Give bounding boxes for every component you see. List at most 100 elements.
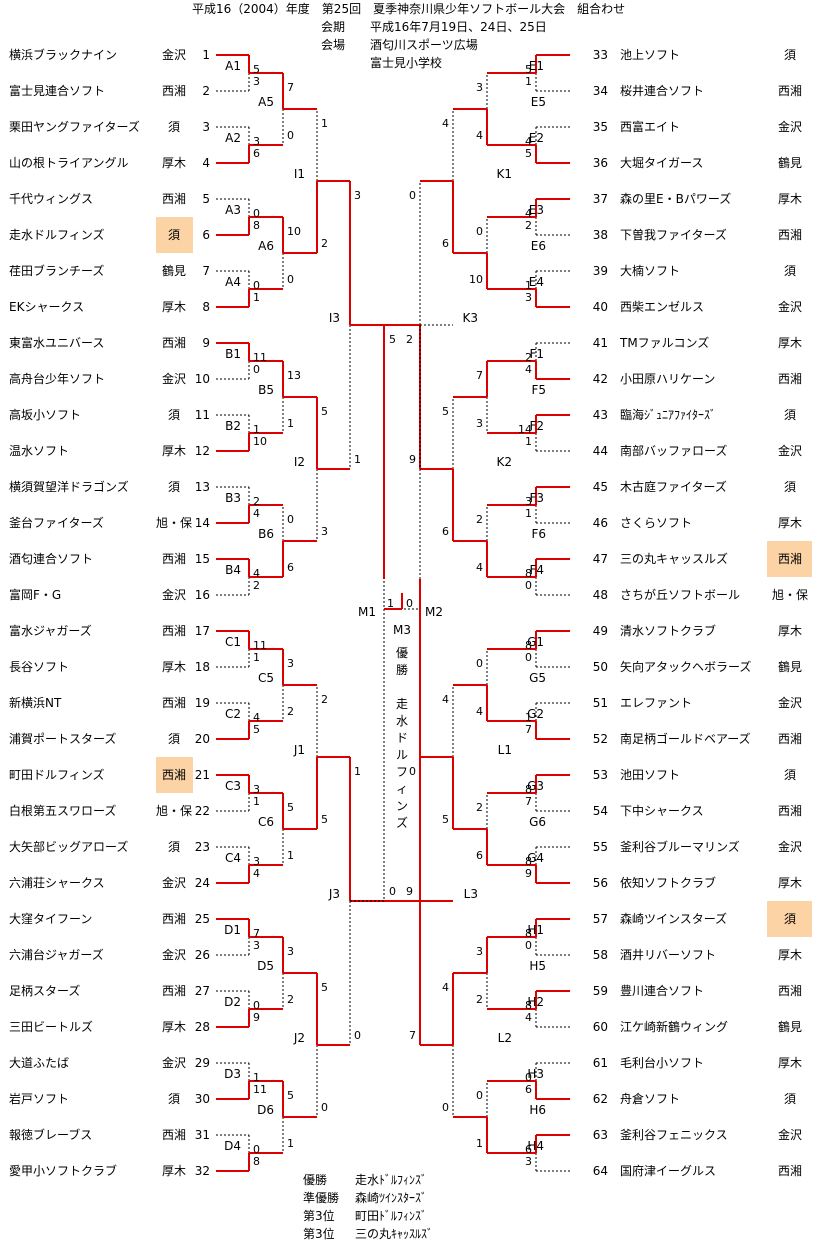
- match-label: C3: [225, 779, 241, 793]
- match-score: 1: [287, 849, 294, 862]
- team-area: 金沢: [162, 371, 186, 386]
- match-score: 7: [409, 1029, 416, 1042]
- match-score: 7: [525, 795, 532, 808]
- team-name: 六浦台ジャガーズ: [9, 947, 104, 962]
- match-label: A5: [258, 95, 274, 109]
- team-name: 矢向アタックヘボラーズ: [620, 659, 751, 674]
- area-highlight: [156, 757, 193, 793]
- team-number: 60: [593, 1020, 608, 1034]
- match-score: 11: [253, 351, 267, 364]
- team-number: 23: [195, 840, 210, 854]
- match-score: 4: [442, 117, 449, 130]
- team-area: 厚木: [162, 444, 186, 458]
- match-score: 1: [525, 279, 532, 292]
- team-area: 鶴見: [162, 263, 186, 278]
- match-label: G5: [529, 671, 546, 685]
- match-score: 2: [476, 513, 483, 526]
- team-number: 44: [593, 444, 608, 458]
- team-area: 厚木: [162, 1164, 186, 1178]
- match-score: 5: [525, 147, 532, 160]
- team-name: 国府津イーグルス: [620, 1163, 716, 1178]
- team-name: 新横浜NT: [9, 695, 62, 710]
- team-name: 白根第五スワローズ: [9, 803, 116, 818]
- match-score: 4: [442, 693, 449, 706]
- match-score: 4: [253, 567, 260, 580]
- venue-value-1: 酒匂川スポーツ広場: [370, 38, 478, 52]
- match-score: 5: [321, 813, 328, 826]
- match-label: J2: [293, 1031, 305, 1045]
- team-number: 17: [195, 624, 210, 638]
- match-label: A3: [225, 203, 241, 217]
- team-number: 47: [593, 552, 608, 566]
- match-label: C1: [225, 635, 241, 649]
- team-area: 西湘: [162, 335, 186, 350]
- match-label: E5: [531, 95, 546, 109]
- match-score: 0: [389, 885, 396, 898]
- team-number: 35: [593, 120, 608, 134]
- team-name: 報徳ブレーブス: [9, 1127, 92, 1142]
- match-label: I1: [294, 167, 305, 181]
- match-label: J1: [293, 743, 305, 757]
- match-score: 6: [525, 1143, 532, 1156]
- team-name: 愛甲小ソフトクラブ: [9, 1163, 117, 1178]
- team-area: 金沢: [162, 587, 186, 602]
- team-number: 3: [202, 120, 210, 134]
- team-area: 西湘: [778, 227, 802, 242]
- match-score: 3: [354, 189, 361, 202]
- team-area: 須: [168, 228, 180, 242]
- team-number: 29: [195, 1056, 210, 1070]
- team-name: 西富エイト: [620, 119, 680, 134]
- team-area: 西湘: [162, 191, 186, 206]
- team-name: 酒匂連合ソフト: [9, 551, 93, 566]
- match-score: 1: [476, 1137, 483, 1150]
- match-score: 1: [387, 597, 394, 610]
- match-label: G1: [527, 635, 544, 649]
- match-label: A4: [225, 275, 241, 289]
- team-name: 千代ウィングス: [9, 192, 93, 206]
- team-area: 鶴見: [778, 155, 802, 170]
- match-score: 1: [354, 453, 361, 466]
- team-number: 12: [195, 444, 210, 458]
- team-number: 18: [195, 660, 210, 674]
- match-score: 2: [321, 237, 328, 250]
- team-area: 西湘: [162, 911, 186, 926]
- match-score: 1: [287, 417, 294, 430]
- match-score: 3: [253, 783, 260, 796]
- match-label: L3: [464, 887, 478, 901]
- match-score: 3: [287, 657, 294, 670]
- team-area: 厚木: [162, 156, 186, 170]
- team-area: 須: [784, 768, 796, 782]
- team-name: 豊川連合ソフト: [620, 983, 704, 998]
- match-score: 0: [287, 273, 294, 286]
- match-score: 1: [525, 75, 532, 88]
- match-score: 3: [525, 1155, 532, 1168]
- match-label: L1: [498, 743, 512, 757]
- match-label: B4: [225, 563, 241, 577]
- match-label: E4: [529, 275, 544, 289]
- match-score: 11: [253, 639, 267, 652]
- result-team: 町田ﾄﾞﾙﾌｨﾝｽﾞ: [355, 1209, 428, 1223]
- team-number: 37: [593, 192, 608, 206]
- match-score: 2: [525, 351, 532, 364]
- team-area: 旭・保: [156, 516, 192, 530]
- team-area: 金沢: [778, 299, 802, 314]
- period-value: 平成16年7月19日、24日、25日: [370, 20, 547, 34]
- result-label: 準優勝: [303, 1191, 340, 1205]
- team-number: 33: [593, 48, 608, 62]
- venue-label: 会場: [321, 38, 346, 52]
- match-score: 5: [287, 1089, 294, 1102]
- team-name: 温水ソフト: [9, 444, 69, 458]
- team-area: 厚木: [778, 1056, 802, 1070]
- match-label: B6: [258, 527, 274, 541]
- team-name: 六浦荘シャークス: [9, 876, 105, 890]
- team-area: 須: [784, 1092, 796, 1106]
- match-score: 8: [525, 639, 532, 652]
- team-area: 金沢: [778, 1127, 802, 1142]
- match-score: 2: [253, 495, 260, 508]
- match-score: 3: [476, 81, 483, 94]
- team-number: 57: [593, 912, 608, 926]
- match-score: 0: [442, 1101, 449, 1114]
- team-area: 金沢: [162, 1055, 186, 1070]
- team-name: 大道ふたば: [9, 1056, 69, 1070]
- team-name: EKシャークス: [9, 300, 84, 314]
